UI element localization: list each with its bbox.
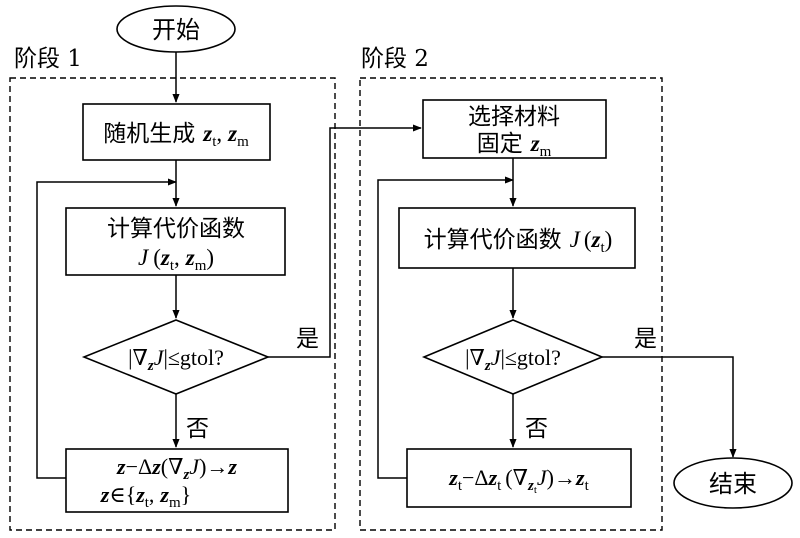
update-box-stage2 <box>406 448 632 508</box>
update-formula-line1: z−Δz(∇zJ)→z <box>116 454 237 483</box>
cost-formula-stage1: J(zt,zm) <box>138 245 214 274</box>
update-formula-line2: z∈{zt,zm} <box>100 482 191 511</box>
condition-diamond-stage2 <box>421 319 605 395</box>
init-box <box>82 103 271 161</box>
arrow-stage1-to-stage2 <box>268 124 422 358</box>
no-label-stage2: 否 <box>525 416 548 442</box>
cost-box-stage1 <box>65 207 286 276</box>
condition-text-stage1: |∇zJ|≤gtol? <box>128 345 224 374</box>
update-formula-stage2: zt−Δzt(∇ztJ)→zt <box>448 465 589 496</box>
stage1-frame <box>9 77 336 531</box>
no-label-stage1: 否 <box>186 416 209 442</box>
select-box <box>422 99 607 159</box>
cost-label-stage1: 计算代价函数 <box>107 216 245 242</box>
condition-text-stage2: |∇zJ|≤gtol? <box>465 345 561 374</box>
cost-box-stage2 <box>398 207 636 269</box>
start-node <box>116 5 236 53</box>
start-label: 开始 <box>152 16 200 44</box>
stage2-label: 阶段 2 <box>361 46 429 72</box>
stage2-frame <box>359 77 663 531</box>
loop-back-stage1 <box>36 178 177 479</box>
end-label: 结束 <box>709 470 757 498</box>
end-node <box>673 457 793 509</box>
select-line1: 选择材料 <box>468 104 560 130</box>
update-box-stage1 <box>65 448 289 513</box>
stage1-label: 阶段 1 <box>14 46 82 72</box>
condition-diamond-stage1 <box>81 319 271 395</box>
loop-back-stage2 <box>377 176 514 479</box>
arrow-to-end <box>602 356 737 458</box>
yes-label-stage1: 是 <box>296 326 319 352</box>
yes-label-stage2: 是 <box>634 326 657 352</box>
